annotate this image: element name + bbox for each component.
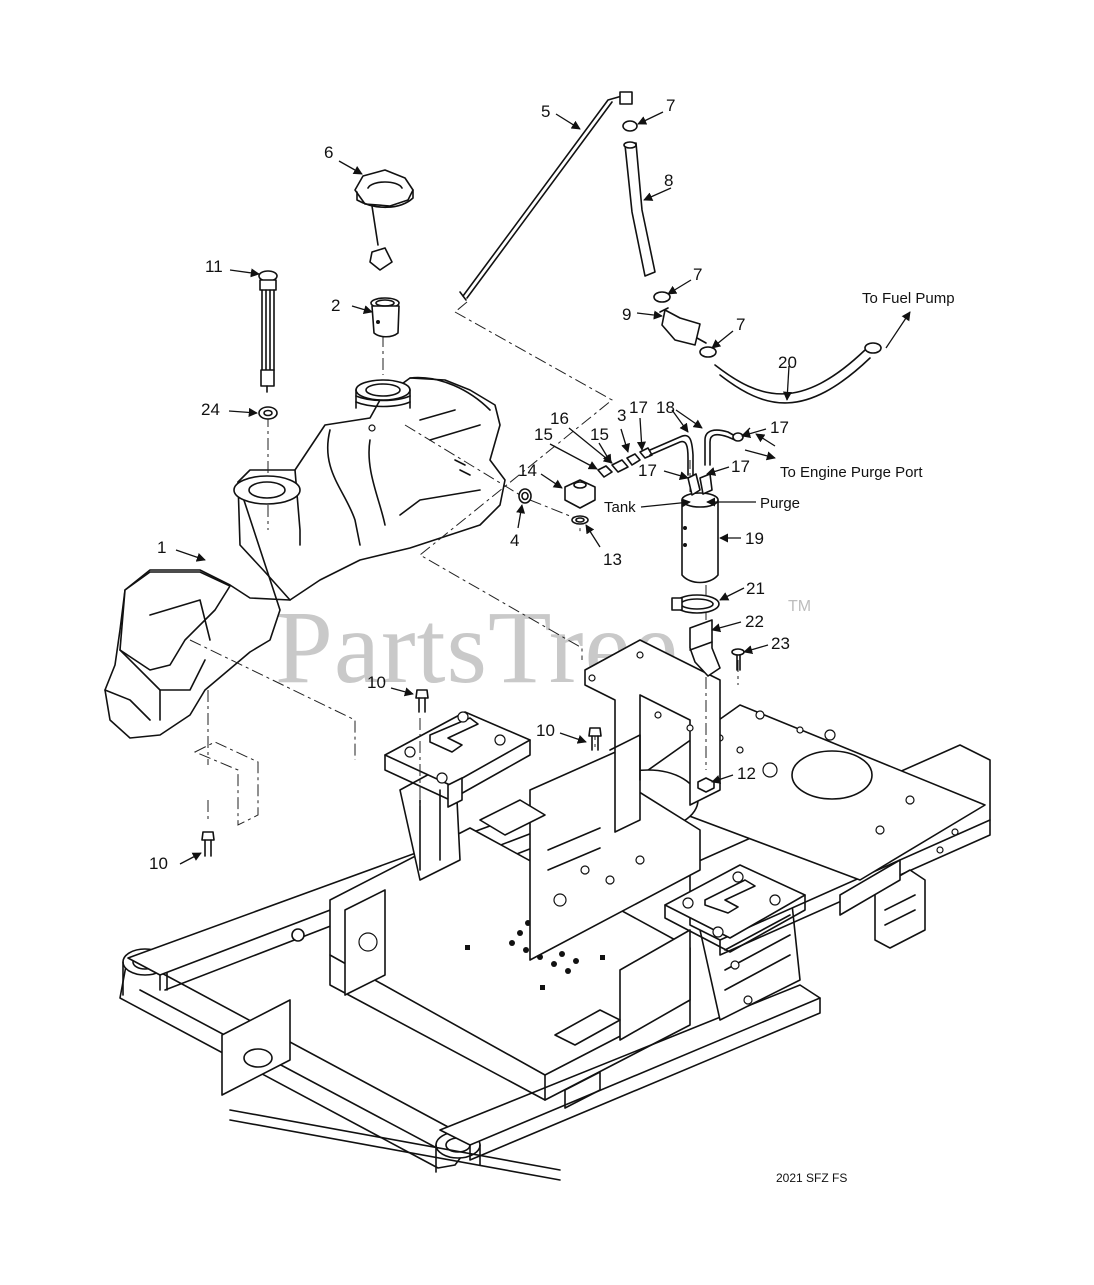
tank-bracket-left <box>384 711 531 808</box>
callout-17d: 17 <box>731 457 750 476</box>
callout-4: 4 <box>510 531 519 550</box>
callout-18: 18 <box>656 398 675 417</box>
callout-15a: 15 <box>534 425 553 444</box>
callout-11: 11 <box>205 257 223 276</box>
callout-1: 1 <box>157 538 166 557</box>
callout-8: 8 <box>664 171 673 190</box>
flow-notes: To Fuel Pump To Engine Purge Port Tank P… <box>604 290 955 516</box>
callout-13: 13 <box>603 550 622 569</box>
callout-16: 16 <box>550 409 569 428</box>
rollover-valve <box>564 479 596 509</box>
callout-10c: 10 <box>149 854 168 873</box>
callout-21: 21 <box>746 579 765 598</box>
callout-20: 20 <box>778 353 797 372</box>
fuel-hose <box>714 349 871 404</box>
callout-22: 22 <box>745 612 764 631</box>
callout-10a: 10 <box>367 673 386 692</box>
fuel-cap <box>354 169 414 271</box>
note-to-engine-purge-port: To Engine Purge Port <box>780 464 923 481</box>
canister-clamp <box>671 594 720 614</box>
fuel-gauge-sender <box>258 270 278 393</box>
note-purge: Purge <box>760 495 800 512</box>
gasket <box>571 515 589 525</box>
screw-23 <box>731 648 745 671</box>
callout-7a: 7 <box>666 96 675 115</box>
grommet <box>258 406 278 420</box>
callout-17c: 17 <box>638 461 657 480</box>
filler-insert <box>370 297 400 338</box>
callout-3: 3 <box>617 406 626 425</box>
charcoal-canister <box>681 473 719 584</box>
callout-17b: 17 <box>770 418 789 437</box>
callout-24: 24 <box>201 400 220 419</box>
fuel-tank <box>104 376 506 739</box>
callout-7c: 7 <box>736 315 745 334</box>
nut <box>697 777 715 793</box>
callout-12: 12 <box>737 764 756 783</box>
callout-14: 14 <box>518 461 537 480</box>
note-to-fuel-pump: To Fuel Pump <box>862 290 955 307</box>
bushing <box>518 488 532 504</box>
callout-9: 9 <box>622 305 631 324</box>
note-tank: Tank <box>604 499 636 516</box>
tank-bracket-right <box>664 864 806 953</box>
callout-7b: 7 <box>693 265 702 284</box>
callout-5: 5 <box>541 102 550 121</box>
callout-10b: 10 <box>536 721 555 740</box>
callout-15b: 15 <box>590 425 609 444</box>
watermark: PartsTree TM <box>275 590 811 705</box>
watermark-trademark: TM <box>788 598 811 615</box>
callout-6: 6 <box>324 143 333 162</box>
hose-clamp <box>622 120 882 358</box>
callout-23: 23 <box>771 634 790 653</box>
callout-2: 2 <box>331 296 340 315</box>
hidden-bracket <box>193 741 259 826</box>
fuel-filter <box>659 307 707 346</box>
callout-leaders <box>175 111 911 865</box>
chassis-frame <box>119 704 991 1181</box>
diagram-code: 2021 SFZ FS <box>776 1171 847 1185</box>
callout-labels: 1 2 3 4 5 6 7 7 7 7 8 9 10 10 10 11 12 1… <box>149 96 797 873</box>
callout-19: 19 <box>745 529 764 548</box>
vent-tube <box>459 91 633 301</box>
bolt <box>201 689 602 857</box>
callout-17a: 17 <box>629 398 648 417</box>
vent-hose <box>623 141 656 277</box>
